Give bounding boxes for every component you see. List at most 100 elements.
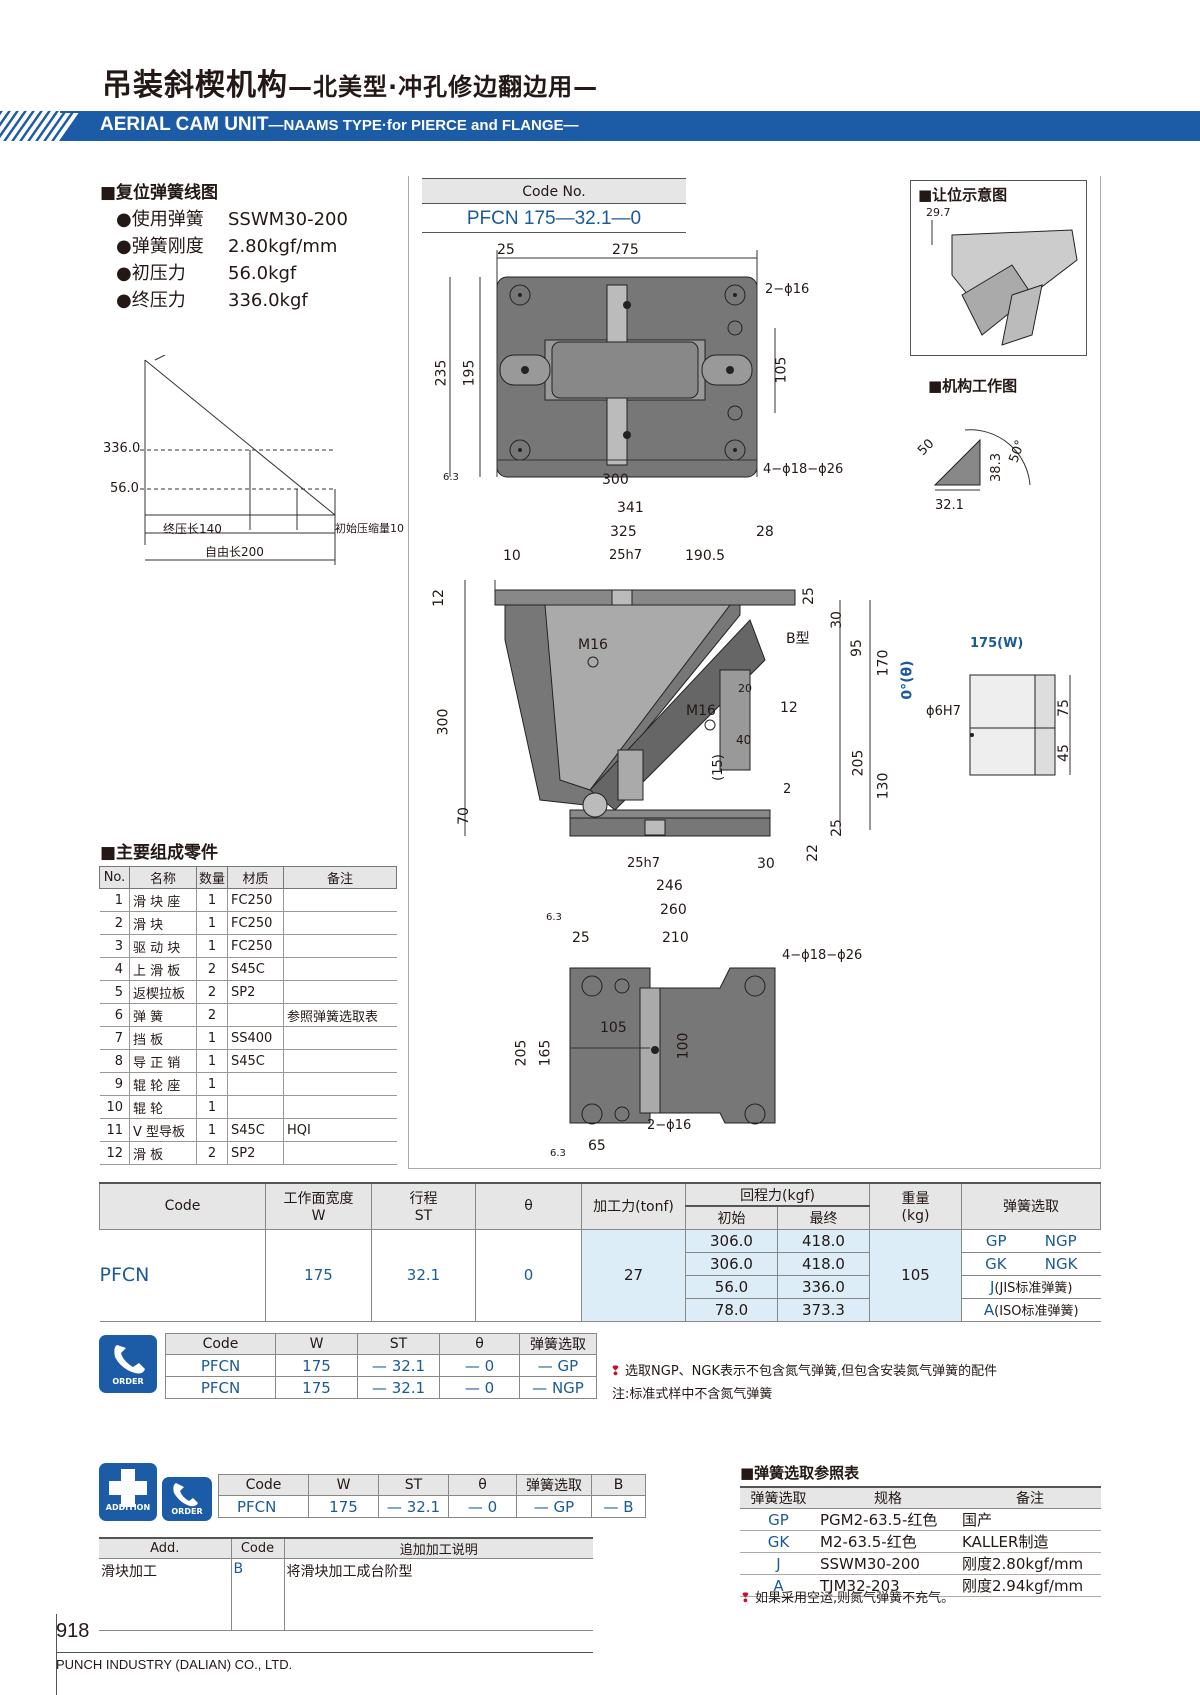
chart-free-len: 自由长200: [205, 545, 264, 559]
addition-order-icon: ORDER: [162, 1477, 212, 1521]
dim-front-260: 260: [660, 902, 687, 918]
dim-front-12b: 12: [780, 700, 798, 716]
label-m16-b: M16: [686, 703, 716, 719]
angle-label: 0°(θ): [899, 660, 916, 700]
clearance-box: [910, 180, 1087, 356]
dim-front-95: 95: [848, 639, 865, 657]
warning-icon: ❢: [610, 1364, 621, 1379]
footer-line: [56, 1614, 57, 1695]
dim-mech-383: 38.3: [988, 453, 1004, 482]
dim-front-246: 246: [656, 878, 683, 894]
dim-front-63: 6.3: [546, 912, 562, 923]
label-m16-a: M16: [578, 637, 608, 653]
order-note-1: ❢ 选取NGP、NGK表示不包含氮气弹簧,但包含安装氮气弹簧的配件: [610, 1364, 998, 1379]
dim-front-205: 205: [850, 749, 867, 777]
dim-top-300: 300: [602, 472, 629, 488]
parts-heading: ■主要组成零件: [100, 843, 219, 863]
clearance-heading: ■让位示意图: [918, 186, 1008, 204]
dim-bot-65: 65: [588, 1138, 606, 1154]
dim-front-12: 12: [430, 589, 447, 607]
dim-top-2phi16: 2−ϕ16: [765, 282, 810, 297]
chart-end-len: 终压长140: [163, 522, 222, 536]
btype-label: B型: [786, 631, 810, 647]
footer-rule: [56, 1652, 593, 1653]
title-band: [0, 111, 1200, 141]
dim-front-25: 25: [800, 587, 817, 605]
spring-ref-note: ❢ 如果采用空运,则氮气弹簧不充气。: [740, 1591, 955, 1606]
dim-top-235: 235: [433, 359, 450, 387]
dim-front-25b: 25: [828, 819, 845, 837]
dim-bot-4phi18: 4−ϕ18−ϕ26: [782, 948, 863, 963]
chart-y-lo: 56.0: [110, 481, 139, 496]
top-view-drawing: [449, 250, 776, 478]
dim-front-300: 300: [435, 708, 452, 736]
dim-front-70: 70: [455, 807, 472, 825]
dim-bot-63: 6.3: [550, 1148, 566, 1159]
dim-front-25h7: 25h7: [609, 548, 643, 563]
page-number: 918: [56, 1620, 90, 1642]
dim-top-105: 105: [773, 356, 790, 384]
bottom-view-drawing: [569, 967, 776, 1125]
warning-icon: ❢: [740, 1591, 751, 1606]
addition-icon: ADDITION: [99, 1463, 157, 1521]
dim-bot-2phi16: 2−ϕ16: [647, 1118, 692, 1133]
dim-bot-100: 100: [675, 1032, 692, 1060]
dim-front-22: 22: [804, 844, 821, 862]
spec-code: PFCN: [99, 1228, 266, 1322]
dim-front-130: 130: [875, 772, 892, 800]
clearance-dim: 29.7: [926, 206, 951, 219]
dim-bot-25: 25: [572, 930, 590, 946]
dim-front-325: 325: [610, 524, 637, 540]
order-note-2: 注:标准式样中不含氮气弹簧: [612, 1387, 773, 1402]
dim-top-25: 25: [497, 242, 515, 258]
spring-chart: [140, 355, 336, 565]
dim-bot-205: 205: [513, 1039, 530, 1067]
spring-heading: ■复位弹簧线图: [100, 183, 219, 203]
dim-front-15: (15): [710, 754, 726, 781]
dim-front-20: 20: [738, 682, 752, 695]
dim-front-25h7b: 25h7: [627, 856, 661, 871]
dim-front-341: 341: [617, 500, 644, 516]
side-view-drawing: [969, 674, 1071, 776]
drawing-frame: [408, 176, 1101, 1169]
page-title: 吊装斜楔机构—北美型·冲孔修边翻边用—: [102, 68, 599, 103]
mechanism-drawing: [933, 429, 1031, 491]
page-title-en: AERIAL CAM UNIT—NAAMS TYPE·for PIERCE an…: [100, 114, 579, 135]
order-icon: ORDER: [99, 1335, 157, 1393]
mechanism-heading: ■机构工作图: [928, 377, 1018, 395]
dim-bot-165: 165: [537, 1039, 554, 1067]
dim-front-28: 28: [756, 524, 774, 540]
front-view-drawing: [464, 580, 871, 837]
dim-front-30: 30: [828, 611, 845, 629]
dim-top-4phi18: 4−ϕ18−ϕ26: [763, 462, 844, 477]
dim-top-195: 195: [461, 359, 478, 387]
dim-bot-105: 105: [600, 1020, 627, 1036]
spring-ref-heading: ■弹簧选取参照表: [740, 1464, 860, 1482]
dim-front-30b: 30: [757, 856, 775, 872]
code-no-box: Code No. PFCN 175—32.1—0: [422, 178, 686, 233]
dim-side-phi6: ϕ6H7: [926, 704, 961, 719]
clearance-drawing: [931, 220, 1078, 346]
dim-side-75: 75: [1055, 699, 1072, 717]
